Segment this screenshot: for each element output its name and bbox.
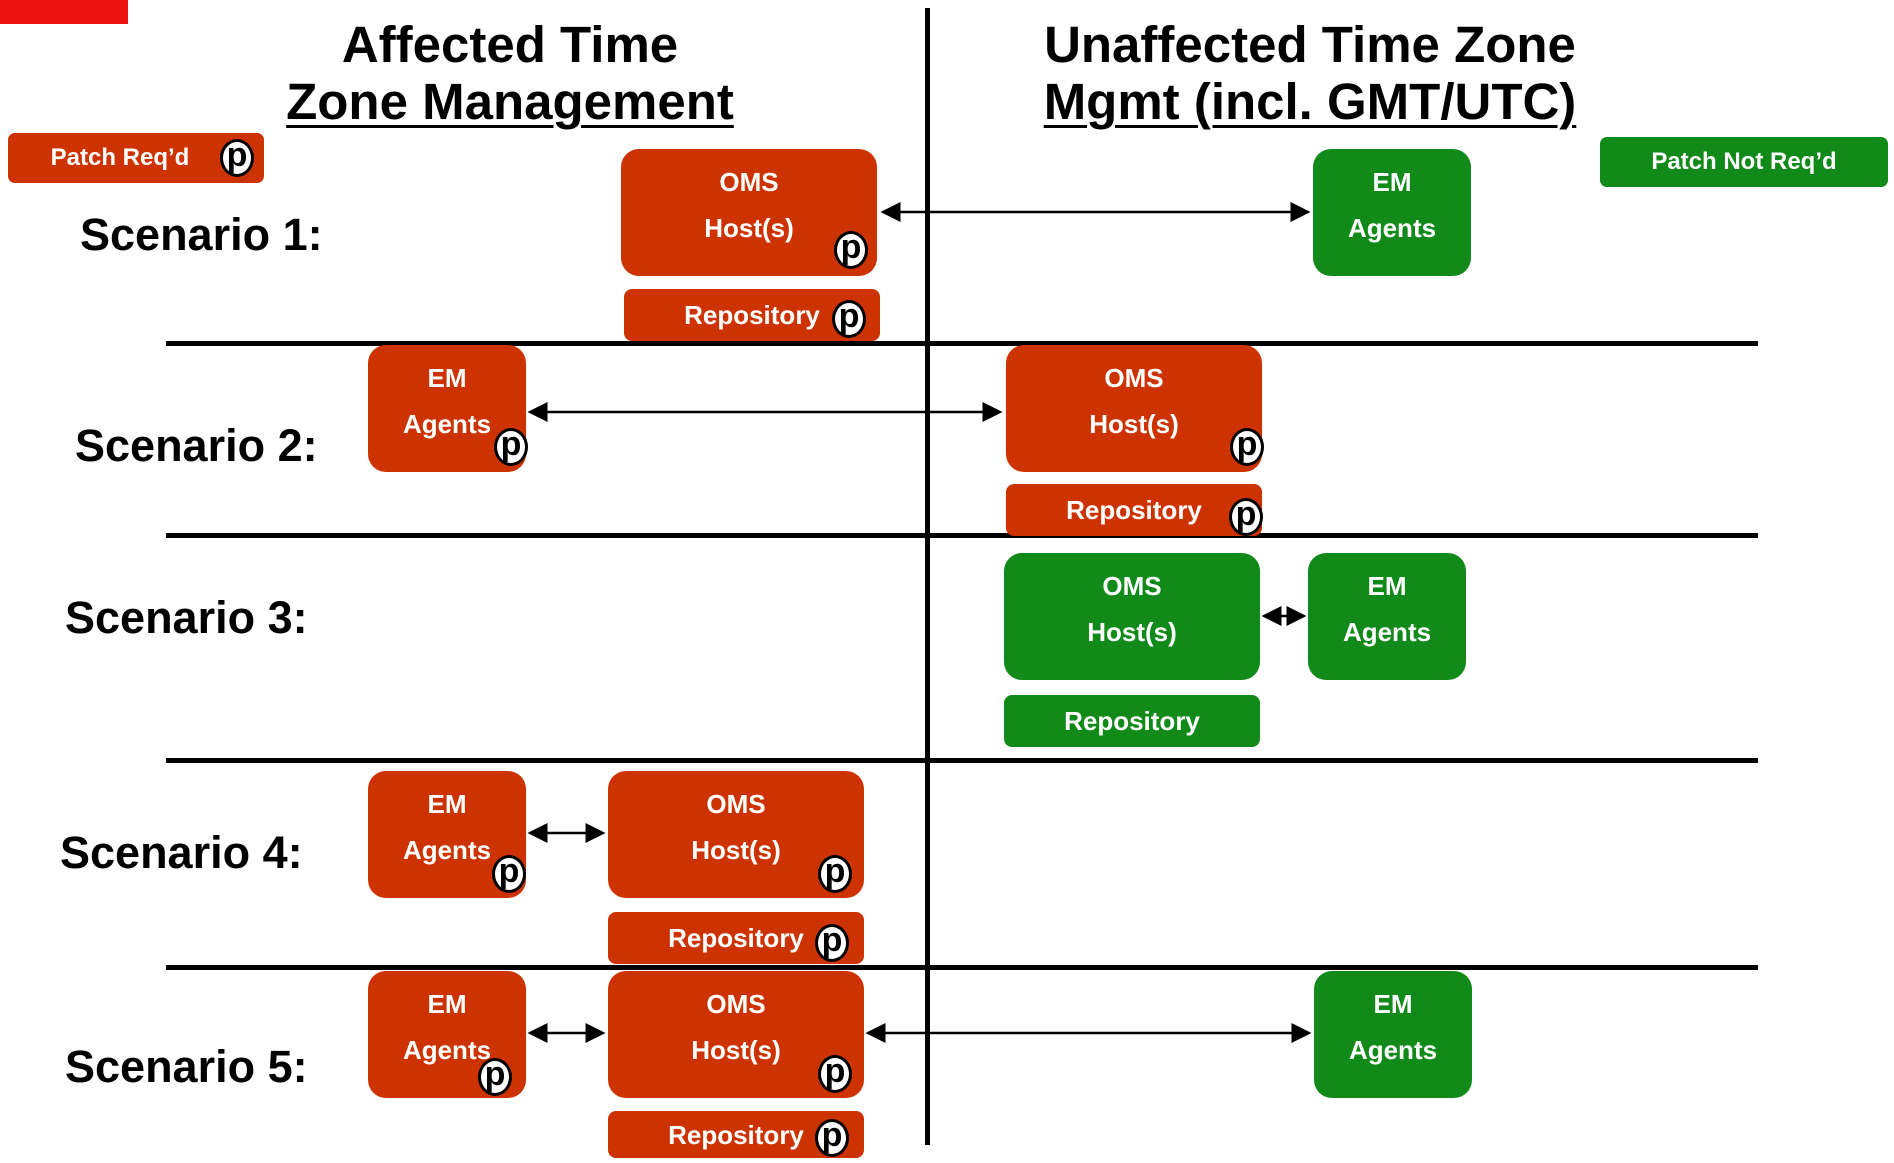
patch-badge-icon: p <box>818 1054 852 1093</box>
agents-label: Agents <box>1348 1035 1438 1065</box>
scenario-3-em-agents: EM Agents <box>1308 553 1466 680</box>
oms-label: OMS <box>706 789 766 819</box>
scenario-divider-2 <box>166 533 1758 538</box>
patch-badge-icon: p <box>494 427 528 466</box>
repository-label: Repository <box>1064 706 1200 736</box>
scenario-1-em-agents: EM Agents <box>1313 149 1471 276</box>
repository-label: Repository <box>668 1120 804 1150</box>
oms-label: OMS <box>706 989 766 1019</box>
left-title-line1: Affected Time <box>341 16 679 73</box>
patch-badge-icon: p <box>818 854 852 893</box>
em-label: EM <box>1373 989 1413 1019</box>
repository-label: Repository <box>668 923 804 953</box>
patch-badge-icon: p <box>1229 497 1263 536</box>
oms-label: OMS <box>719 167 779 197</box>
oms-label: OMS <box>1102 571 1162 601</box>
legend-patch-required-label: Patch Req’d <box>50 144 190 171</box>
scenario-1-repository: Repository p <box>624 289 880 341</box>
hosts-label: Host(s) <box>1089 409 1179 439</box>
patch-badge-icon: p <box>815 1118 849 1157</box>
scenario-3-repository: Repository <box>1004 695 1260 747</box>
scenario-divider-3 <box>166 758 1758 763</box>
scenario-4-label: Scenario 4: <box>60 827 303 878</box>
agents-label: Agents <box>402 1035 492 1065</box>
scenario-5-label: Scenario 5: <box>65 1041 308 1092</box>
scenario-5-em-agents: EM Agents p <box>368 971 526 1098</box>
scenario-3-oms-hosts: OMS Host(s) <box>1004 553 1260 680</box>
scenario-4-oms-hosts: OMS Host(s) p <box>608 771 864 898</box>
scenario-5-oms-hosts: OMS Host(s) p <box>608 971 864 1098</box>
patch-badge-icon: p <box>815 923 849 962</box>
legend-patch-not-required-label: Patch Not Req’d <box>1651 148 1837 175</box>
scenario-1-oms-hosts: OMS Host(s) p <box>621 149 877 276</box>
agents-label: Agents <box>1342 617 1432 647</box>
scenario-4-repository: Repository p <box>608 912 864 964</box>
right-title-line1: Unaffected Time Zone <box>1044 16 1576 73</box>
patch-badge-icon: p <box>478 1057 512 1096</box>
hosts-label: Host(s) <box>691 1035 781 1065</box>
column-divider <box>925 8 930 1145</box>
em-label: EM <box>427 989 467 1019</box>
patch-badge-icon: p <box>1230 427 1264 466</box>
scenario-5-repository: Repository p <box>608 1111 864 1158</box>
scenario-2-label: Scenario 2: <box>75 420 318 471</box>
repository-label: Repository <box>1066 495 1202 525</box>
corner-accent <box>0 0 128 24</box>
em-label: EM <box>427 363 467 393</box>
left-title-line2: Zone Management <box>286 73 734 130</box>
oms-label: OMS <box>1104 363 1164 393</box>
legend-patch-required: Patch Req’d p <box>8 133 264 183</box>
hosts-label: Host(s) <box>704 213 794 243</box>
left-column-title: Affected Time Zone Management <box>200 16 820 130</box>
scenario-divider-1 <box>166 341 1758 346</box>
patch-badge-icon: p <box>492 854 526 893</box>
scenario-3-label: Scenario 3: <box>65 592 308 643</box>
scenario-1-label: Scenario 1: <box>80 209 323 260</box>
agents-label: Agents <box>402 409 492 439</box>
right-column-title: Unaffected Time Zone Mgmt (incl. GMT/UTC… <box>980 16 1640 130</box>
patch-badge-icon: p <box>832 299 866 338</box>
scenario-divider-4 <box>166 965 1758 970</box>
scenario-4-em-agents: EM Agents p <box>368 771 526 898</box>
em-label: EM <box>427 789 467 819</box>
em-label: EM <box>1372 167 1412 197</box>
em-label: EM <box>1367 571 1407 601</box>
legend-patch-not-required: Patch Not Req’d <box>1600 137 1888 187</box>
right-title-line2: Mgmt (incl. GMT/UTC) <box>1043 73 1577 130</box>
scenario-2-repository: Repository p <box>1006 484 1263 536</box>
repository-label: Repository <box>684 300 820 330</box>
scenario-2-em-agents: EM Agents p <box>368 345 528 472</box>
hosts-label: Host(s) <box>1087 617 1177 647</box>
hosts-label: Host(s) <box>691 835 781 865</box>
agents-label: Agents <box>402 835 492 865</box>
patch-badge-icon: p <box>834 230 868 269</box>
scenario-5-em-agents-unaffected: EM Agents <box>1314 971 1472 1098</box>
agents-label: Agents <box>1347 213 1437 243</box>
patch-badge-icon: p <box>220 138 254 177</box>
scenario-2-oms-hosts: OMS Host(s) p <box>1006 345 1264 472</box>
